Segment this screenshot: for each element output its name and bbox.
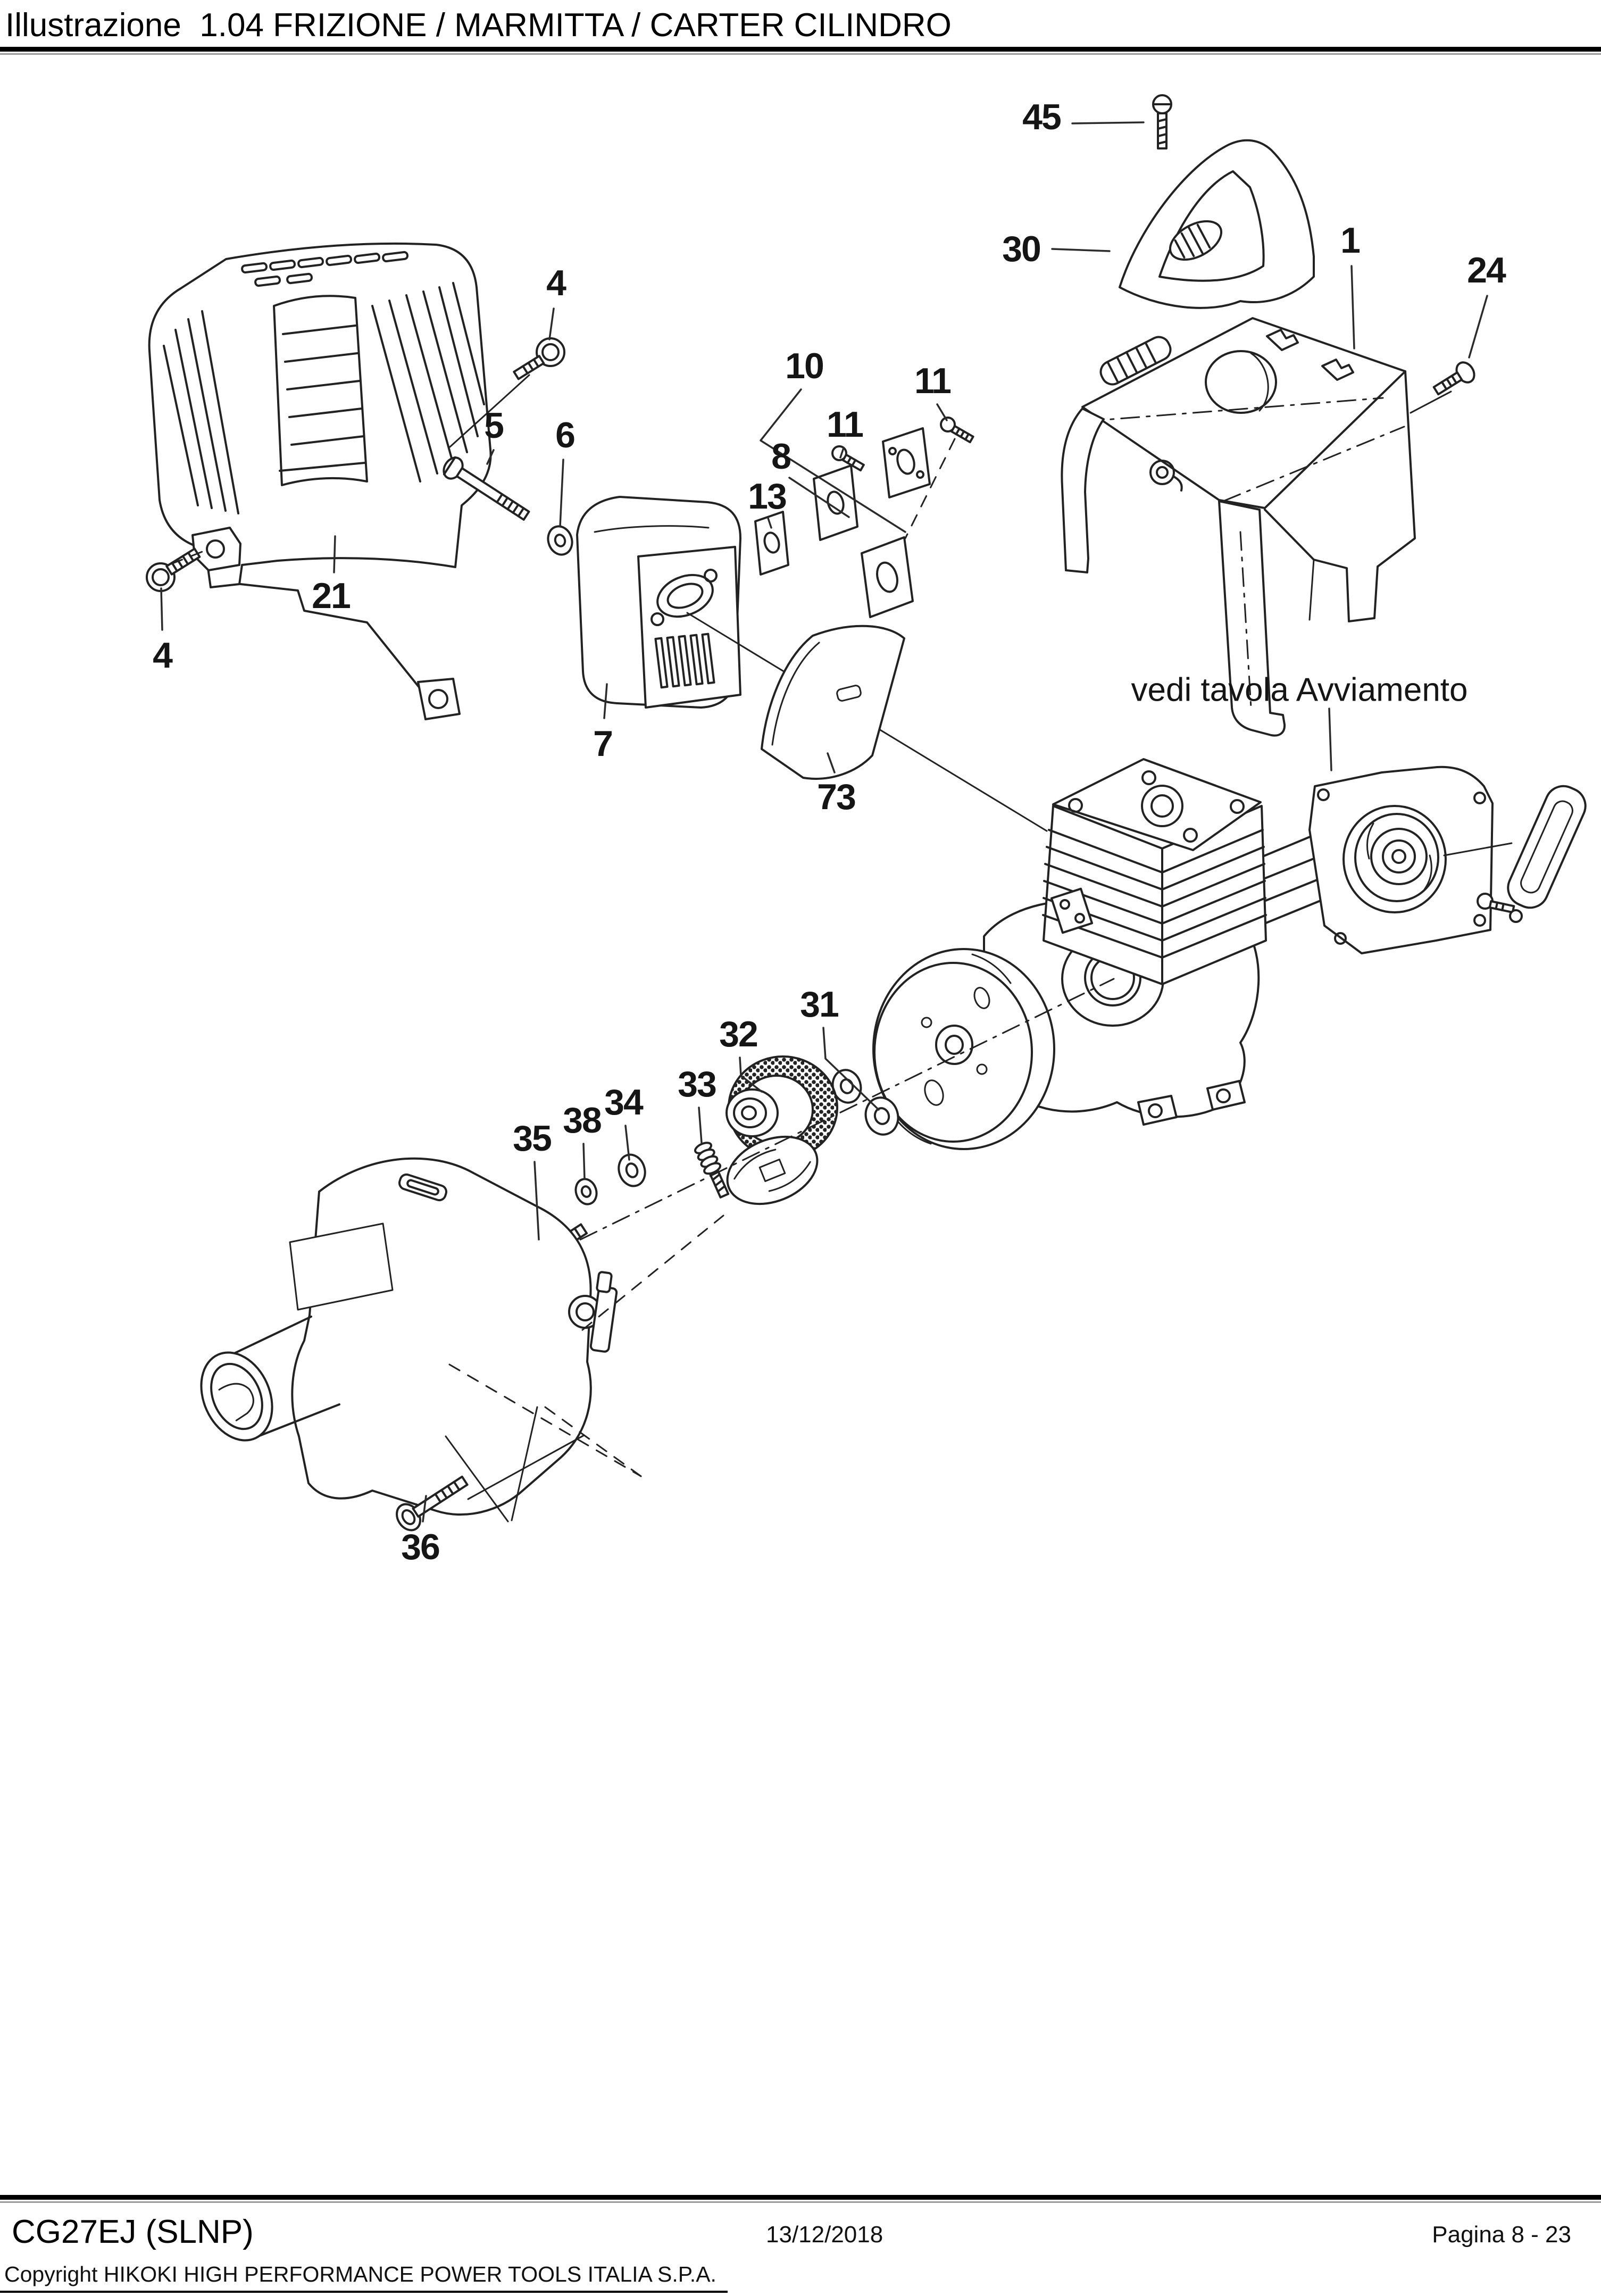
title-divider [0, 47, 1601, 55]
clutch-drum-32-drawing [726, 1055, 838, 1160]
screw-11-right-drawing [904, 417, 974, 539]
bolt-36-drawing [396, 1434, 585, 1532]
muffler-guard-drawing [148, 242, 492, 720]
page-title: Illustrazione 1.04 FRIZIONE / MARMITTA /… [5, 7, 952, 44]
plate-10-drawing [861, 427, 931, 618]
clutch-shoes-drawing [726, 1135, 819, 1205]
diagram-art [146, 94, 1587, 1532]
bolt-5-drawing [443, 456, 530, 521]
page-number-label: Pagina 8 - 23 [1432, 2222, 1571, 2248]
washers-31-drawing [831, 1069, 899, 1136]
spring-33-drawing [694, 1142, 730, 1199]
muffler-drawing [576, 496, 1048, 832]
divider-shadow [0, 2201, 1601, 2203]
divider-bar [0, 47, 1601, 52]
model-label: CG27EJ (SLNP) [12, 2214, 254, 2250]
footer-divider [0, 2195, 1601, 2203]
cylinder-drawing [1042, 758, 1267, 985]
washer-34-drawing [618, 1153, 646, 1187]
see-table-note: vedi tavola Avviamento [1131, 671, 1468, 709]
assembly-axis-line [547, 978, 1115, 1257]
hand-guard-30-drawing [1119, 139, 1315, 309]
gasket-8-drawing [813, 464, 858, 541]
bolt-4-left-drawing [146, 547, 207, 592]
starter-drawing [1308, 766, 1587, 954]
gasket-13-drawing [754, 511, 789, 576]
leader-lines [160, 121, 1488, 1523]
washer-6-drawing [547, 525, 573, 556]
date-label: 13/12/2018 [766, 2222, 883, 2248]
screw-45-drawing [1152, 94, 1172, 149]
divider-shadow [0, 53, 1601, 55]
flywheel-drawing [872, 948, 1055, 1150]
copyright-label: Copyright HIKOKI HIGH PERFORMANCE POWER … [4, 2262, 716, 2286]
heat-shield-73-drawing [761, 625, 905, 780]
engine-cover-1-drawing [1061, 317, 1416, 737]
washer-38-drawing [574, 1178, 598, 1205]
screw-11-inner-drawing [831, 445, 865, 472]
clutch-case-drawing [200, 1157, 724, 1523]
copyright-underline [0, 2291, 728, 2293]
divider-bar [0, 2195, 1601, 2200]
bolt-24-drawing [1410, 361, 1475, 414]
